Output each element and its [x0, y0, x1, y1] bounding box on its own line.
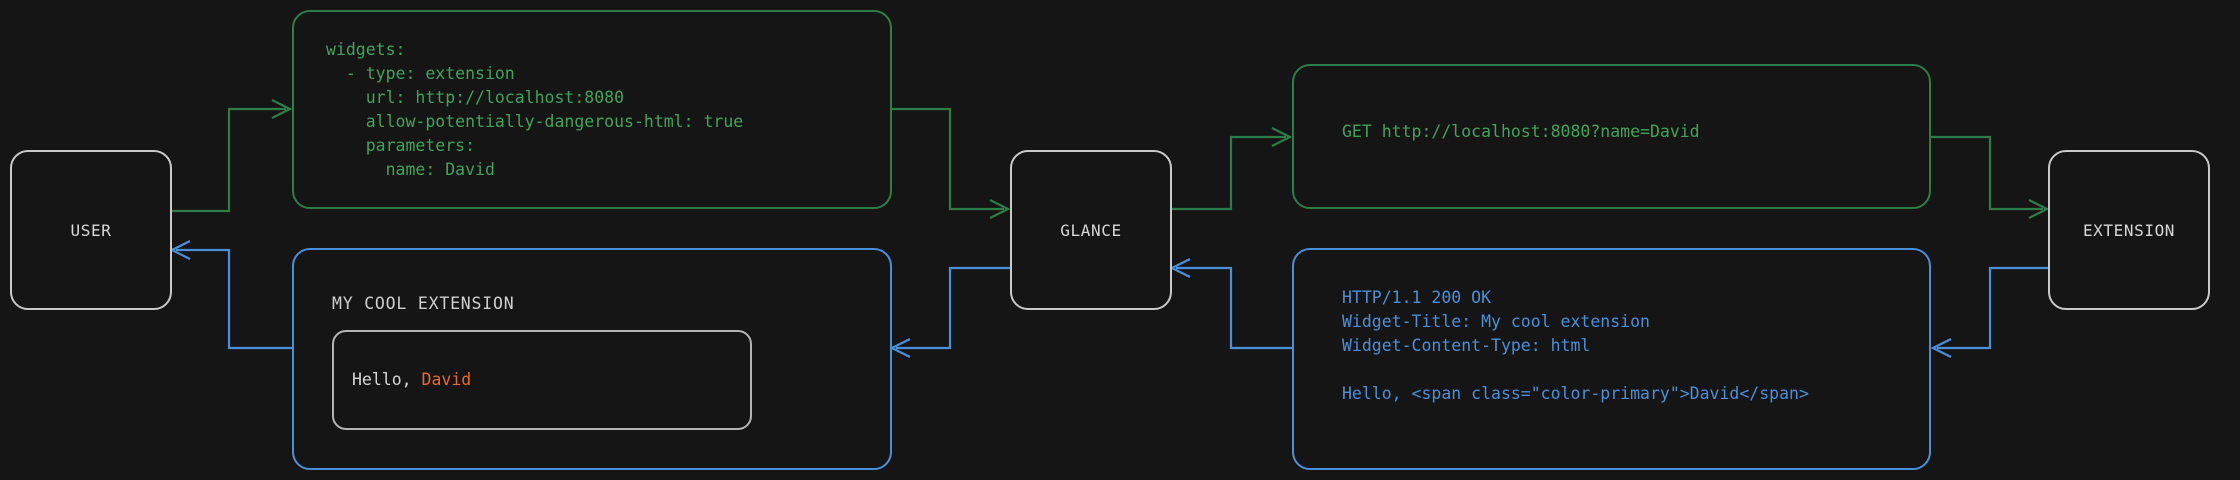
edge-widget-to-user [169, 240, 292, 350]
yaml-config-text: widgets: - type: extension url: http://l… [326, 40, 744, 179]
widget-card-text: Hello, David [352, 370, 471, 389]
node-user[interactable]: USER [10, 150, 172, 310]
node-glance[interactable]: GLANCE [1010, 150, 1172, 310]
http-request-text: GET http://localhost:8080?name=David [1342, 122, 1700, 141]
edge-user-to-config [172, 99, 293, 213]
node-extension[interactable]: EXTENSION [2048, 150, 2210, 310]
node-glance-label: GLANCE [1060, 220, 1122, 240]
rendered-widget-box: MY COOL EXTENSION Hello, David [292, 248, 892, 470]
yaml-config-box: widgets: - type: extension url: http://l… [292, 10, 892, 209]
widget-card: Hello, David [332, 330, 752, 430]
http-response-text: HTTP/1.1 200 OK Widget-Title: My cool ex… [1342, 288, 1809, 403]
widget-greeting-prefix: Hello, [352, 370, 422, 389]
edge-response-to-glance [1169, 258, 1292, 350]
widget-greeting-name: David [421, 370, 472, 389]
edge-glance-to-request [1172, 127, 1293, 211]
http-response-box: HTTP/1.1 200 OK Widget-Title: My cool ex… [1292, 248, 1931, 470]
edge-glance-to-widget [889, 266, 1010, 358]
widget-title: MY COOL EXTENSION [332, 294, 515, 313]
edge-extension-to-response [1930, 266, 2048, 358]
edge-request-to-extension [1931, 135, 2050, 219]
node-user-label: USER [70, 220, 112, 240]
http-request-box: GET http://localhost:8080?name=David [1292, 64, 1931, 209]
node-extension-label: EXTENSION [2082, 220, 2176, 240]
edge-config-to-glance [892, 107, 1011, 219]
